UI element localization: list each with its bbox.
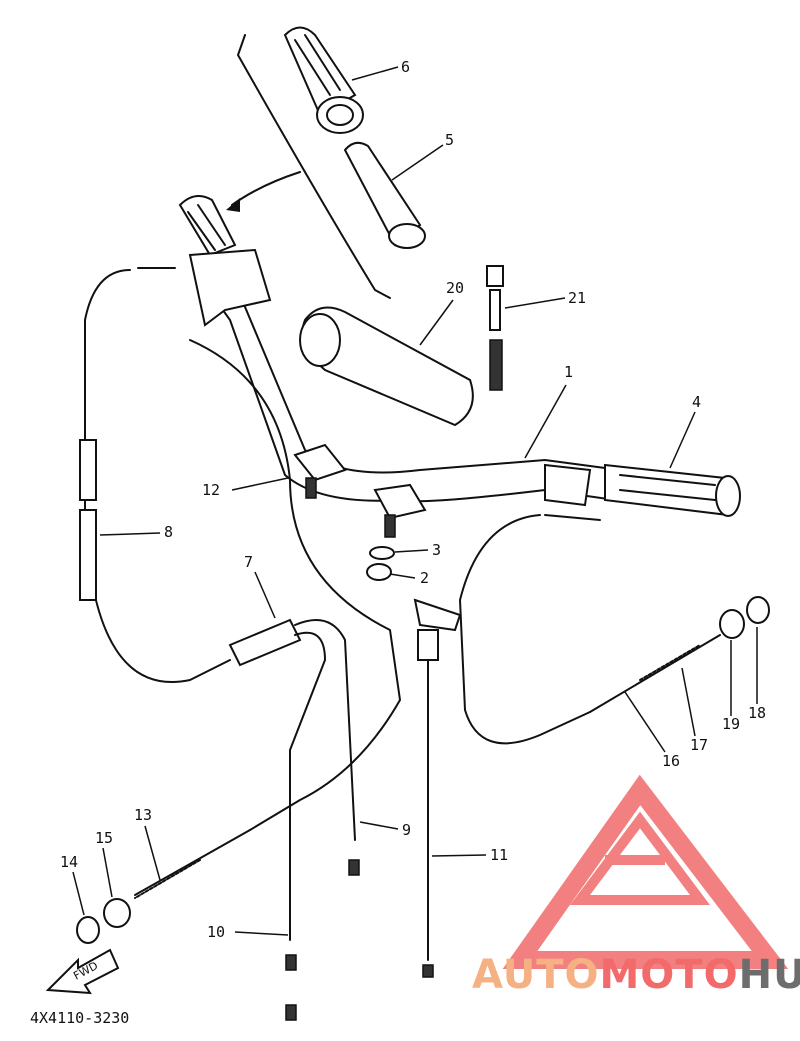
watermark-hub: HUB xyxy=(739,952,800,998)
leader-line-2 xyxy=(389,573,416,579)
cable-part-8 xyxy=(84,269,231,683)
leader-line-13 xyxy=(144,825,161,881)
callout-label-16: 16 xyxy=(662,752,680,770)
callout-label-17: 17 xyxy=(690,736,708,754)
left-lever-housing xyxy=(188,248,272,327)
leader-line-9 xyxy=(359,821,399,830)
cap-part-14 xyxy=(76,916,100,944)
callout-label-20: 20 xyxy=(446,279,464,297)
right-cable xyxy=(459,514,591,745)
strap-part-21 xyxy=(486,265,504,391)
callout-label-15: 15 xyxy=(95,829,113,847)
cable-part-12 xyxy=(189,339,401,831)
inset-arrow-head xyxy=(226,198,240,212)
washer-part-3 xyxy=(369,546,395,560)
callout-label-3: 3 xyxy=(432,541,441,559)
callout-label-13: 13 xyxy=(134,806,152,824)
leader-line-8 xyxy=(99,532,161,536)
cap-part-18 xyxy=(746,596,770,624)
nut-part-19 xyxy=(719,609,745,639)
callout-label-14: 14 xyxy=(60,853,78,871)
leader-line-7 xyxy=(254,571,276,619)
clamp-upper xyxy=(293,443,347,499)
callout-label-6: 6 xyxy=(401,58,410,76)
callout-label-2: 2 xyxy=(420,569,429,587)
cable-end-10 xyxy=(285,954,297,971)
callout-label-19: 19 xyxy=(722,715,740,733)
leader-line-16 xyxy=(624,691,666,753)
diagram-code: 4X4110-3230 xyxy=(30,1009,129,1027)
handlebar-part-1 xyxy=(202,283,622,507)
left-grip xyxy=(178,195,237,257)
grip-part-6 xyxy=(283,26,364,134)
leader-line-21 xyxy=(504,297,566,309)
callout-label-4: 4 xyxy=(692,393,701,411)
leader-line-20 xyxy=(419,299,454,346)
callout-label-18: 18 xyxy=(748,704,766,722)
leader-line-3 xyxy=(394,549,429,553)
callout-label-10: 10 xyxy=(207,923,225,941)
leader-line-4 xyxy=(669,411,696,469)
cable-end-10b xyxy=(285,1004,297,1021)
adjuster-part-13 xyxy=(134,829,251,899)
callout-label-1: 1 xyxy=(564,363,573,381)
clamp-lower xyxy=(373,483,427,538)
leader-line-17 xyxy=(681,667,696,737)
nut-part-15 xyxy=(103,898,131,928)
grip-part-4 xyxy=(604,463,741,517)
nut-part-2 xyxy=(366,563,392,581)
inset-bracket xyxy=(237,34,391,299)
callout-label-8: 8 xyxy=(164,523,173,541)
watermark-auto: AUTO xyxy=(472,952,600,998)
cable-part-11 xyxy=(413,598,462,978)
leader-line-10 xyxy=(234,931,289,936)
callout-label-11: 11 xyxy=(490,846,508,864)
leader-line-6 xyxy=(351,66,399,81)
callout-label-12: 12 xyxy=(202,481,220,499)
leader-line-5 xyxy=(391,144,444,181)
grip-part-20 xyxy=(299,306,474,427)
leader-line-14 xyxy=(72,871,85,916)
splitter-part-7 xyxy=(228,618,356,941)
callout-label-21: 21 xyxy=(568,289,586,307)
sleeve-part-5 xyxy=(343,141,426,249)
leader-line-15 xyxy=(102,847,113,898)
adjuster-part-17 xyxy=(589,634,721,713)
cable-end-9 xyxy=(348,859,360,876)
fwd-arrow-icon: FWD xyxy=(45,948,120,995)
watermark-text: AUTOMOTOHUB xyxy=(472,952,800,998)
leader-line-1 xyxy=(524,384,567,459)
leader-line-12 xyxy=(231,477,289,491)
watermark-moto: MOTO xyxy=(600,952,739,998)
leader-line-11 xyxy=(431,854,487,857)
inset-arrow xyxy=(231,171,301,206)
callout-label-5: 5 xyxy=(445,131,454,149)
callout-label-7: 7 xyxy=(244,553,253,571)
watermark-logo xyxy=(502,774,789,969)
callout-label-9: 9 xyxy=(402,821,411,839)
